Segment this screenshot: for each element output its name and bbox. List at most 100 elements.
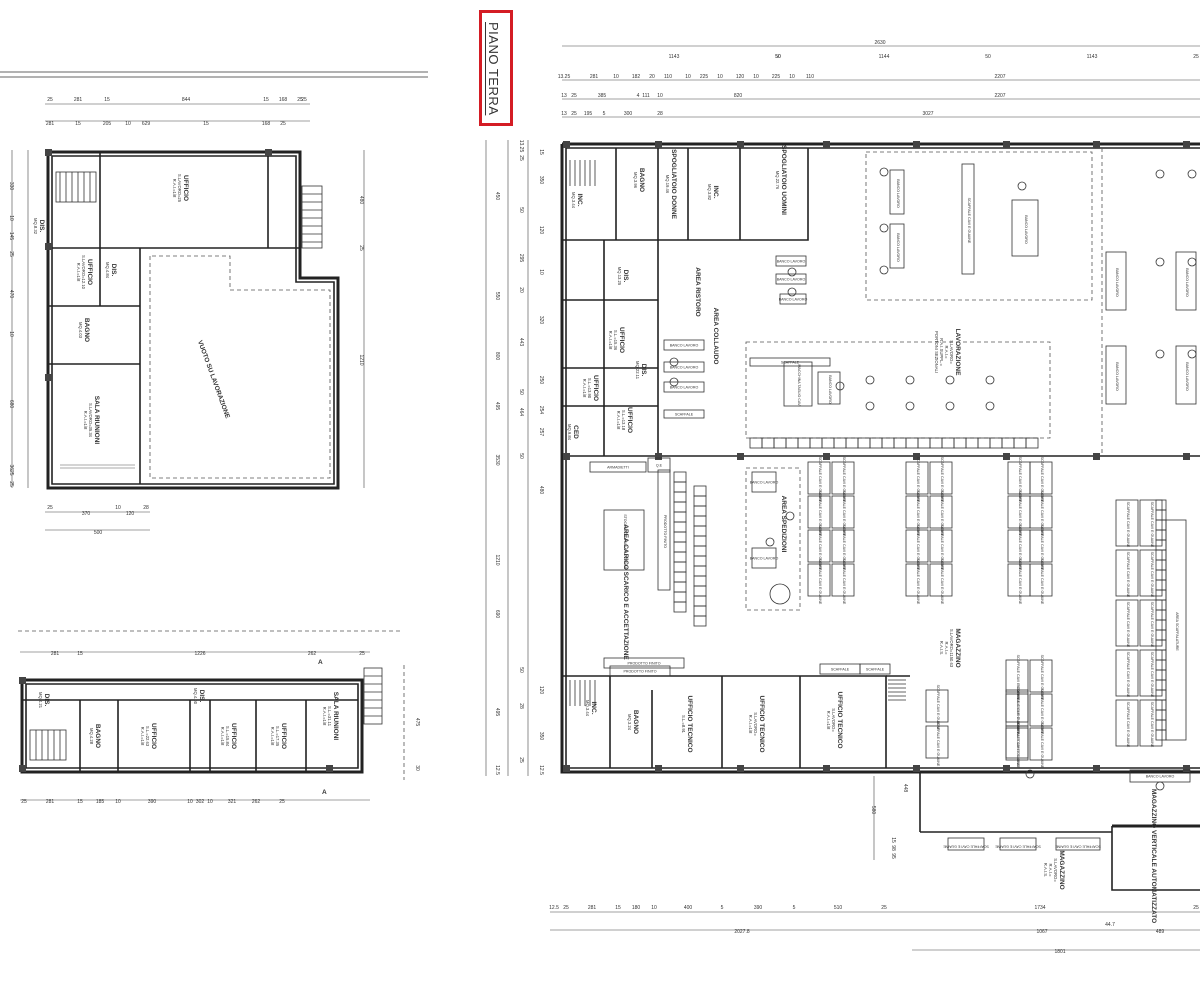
shelf-unit (673, 561, 687, 573)
workbench-label: BANCO LAVORO (1185, 362, 1189, 391)
shelf-unit (1155, 539, 1167, 551)
cable-shelf (831, 495, 855, 529)
room-name: UFFICIO (182, 175, 189, 201)
section-mark-a-top: A (318, 659, 323, 666)
column (1183, 765, 1190, 772)
cable-shelf-label: SCAFFALE CAVI E GUAINE (1018, 525, 1022, 571)
shelf-unit (953, 437, 967, 449)
shelf-unit (1155, 509, 1167, 521)
dimension-label: 120 (126, 511, 135, 517)
room-info: S.L.=13.18 (621, 410, 626, 431)
room-name: AREA COLLAUDO (712, 308, 719, 365)
column (913, 141, 920, 148)
shelf-unit (929, 437, 943, 449)
room-name: SALA RIUNIONI (332, 692, 339, 741)
cable-shelf-label: SCAFFALE CAVI E GUAINE (1150, 702, 1154, 748)
shelf-unit (693, 595, 707, 607)
dimension-label: 15 (77, 651, 83, 657)
dimension-label: 10 (115, 799, 121, 805)
shelf-unit (977, 437, 991, 449)
cable-shelf-label: SCAFFALE CAVI E GUAINE (818, 525, 822, 571)
cable-shelf (831, 529, 855, 563)
dimension-label: 182 (632, 74, 641, 80)
room-name: SPOGLIATOIO DONNE (670, 149, 677, 219)
dimension-label: 254 (538, 406, 544, 415)
dimension-label: 10 (717, 74, 723, 80)
room-info: S.L.=17.35 (275, 726, 280, 747)
electrical-panel (647, 457, 671, 473)
cable-shelf (929, 495, 953, 529)
shelf-unit (693, 545, 707, 557)
column (823, 141, 830, 148)
room-name: BAGNO (94, 724, 101, 748)
cable-shelf-label: SCAFFALE CAVI E GUAINE (1040, 723, 1044, 769)
dimension-label: 350 (538, 732, 544, 741)
dimension-label: 10 (8, 215, 14, 221)
cable-shelf-label: SCAFFALE CAVI E GUAINE (916, 491, 920, 537)
column (655, 453, 662, 460)
room-name: AREA RISTORO (694, 267, 701, 316)
dimension-label: 15 (615, 905, 621, 911)
shelf-unit (1155, 529, 1167, 541)
cable-shelf-label: SCAFFALE CAVI E GUAINE (940, 559, 944, 605)
dimension-label: 680 (8, 400, 14, 409)
dimension-label: 2630 (874, 40, 885, 46)
dimension-label: 300 (624, 111, 633, 117)
dimension-label: 480 (358, 196, 364, 205)
cable-shelf-label: SCAFFALE CAVI E GUAINE (1040, 655, 1044, 701)
column (1093, 453, 1100, 460)
room-name: UFFICIO (150, 723, 157, 749)
shelf-label: SCAFFALE (866, 668, 885, 672)
shelf-unit (989, 437, 1003, 449)
room-name: AREA SPEDIZIONI (780, 496, 787, 553)
room-info: S.LAVORO=25 (177, 174, 182, 203)
dimension-label: 820 (734, 93, 743, 99)
column (563, 453, 570, 460)
room-info: S.L.=15.36 (613, 330, 618, 351)
shelf-unit (1155, 699, 1167, 711)
dimension-label: 25 (280, 121, 286, 127)
room-name: UFFICIO (230, 723, 237, 749)
cable-shelf (807, 563, 831, 597)
room-info: R.A.I.S. (1043, 863, 1048, 877)
room-info: MQ.3.24 (627, 714, 632, 731)
dimension-label: 2207 (994, 74, 1005, 80)
cable-shelf (1139, 699, 1163, 747)
room-info: R.A.I.=1/8 (83, 411, 88, 430)
dimension-label: 44.7 (1105, 922, 1115, 928)
dimension-label: 25 (358, 245, 364, 251)
machine-icon (905, 401, 915, 411)
machine-icon (905, 375, 915, 385)
workbench (1011, 199, 1039, 257)
machine-icon (1155, 257, 1165, 267)
room-info: R.A.I.=1/8 (76, 263, 81, 282)
workbench (889, 169, 905, 215)
dimension-label: 321 (228, 799, 237, 805)
cable-shelf-label: SCAFFALE CAVI E GUAINE (1016, 685, 1020, 731)
dimension-label: 25 (881, 905, 887, 911)
workbench-label: BANCO LAVORO (750, 481, 779, 485)
shelf-unit (869, 437, 883, 449)
shelf-unit (893, 437, 907, 449)
dimension-label: 168 (279, 97, 288, 103)
cable-shelf-label: SCAFFALE CAVI E GUAINE (1126, 552, 1130, 598)
shelf-unit (773, 437, 787, 449)
cable-shelf (1115, 599, 1139, 647)
room-dis-6: DIS.MQ.22.11 (635, 361, 647, 380)
column (737, 765, 744, 772)
dimension-label: 443 (518, 338, 524, 347)
dimension-label: 25 (518, 757, 524, 763)
shelf-unit (673, 511, 687, 523)
column (913, 453, 920, 460)
dimension-label: 168 (262, 121, 271, 127)
workbench-label: BANCO LAVORO (896, 179, 900, 208)
workbench (751, 547, 777, 569)
shelf-unit (693, 505, 707, 517)
cable-shelf-label: SCAFFALE CAVI E GUAINE (1150, 602, 1154, 648)
room-name: DIS. (640, 364, 647, 377)
shelf-unit (693, 555, 707, 567)
cable-shelf-label: SCAFFALE CAVI E GUAINE (1040, 525, 1044, 571)
